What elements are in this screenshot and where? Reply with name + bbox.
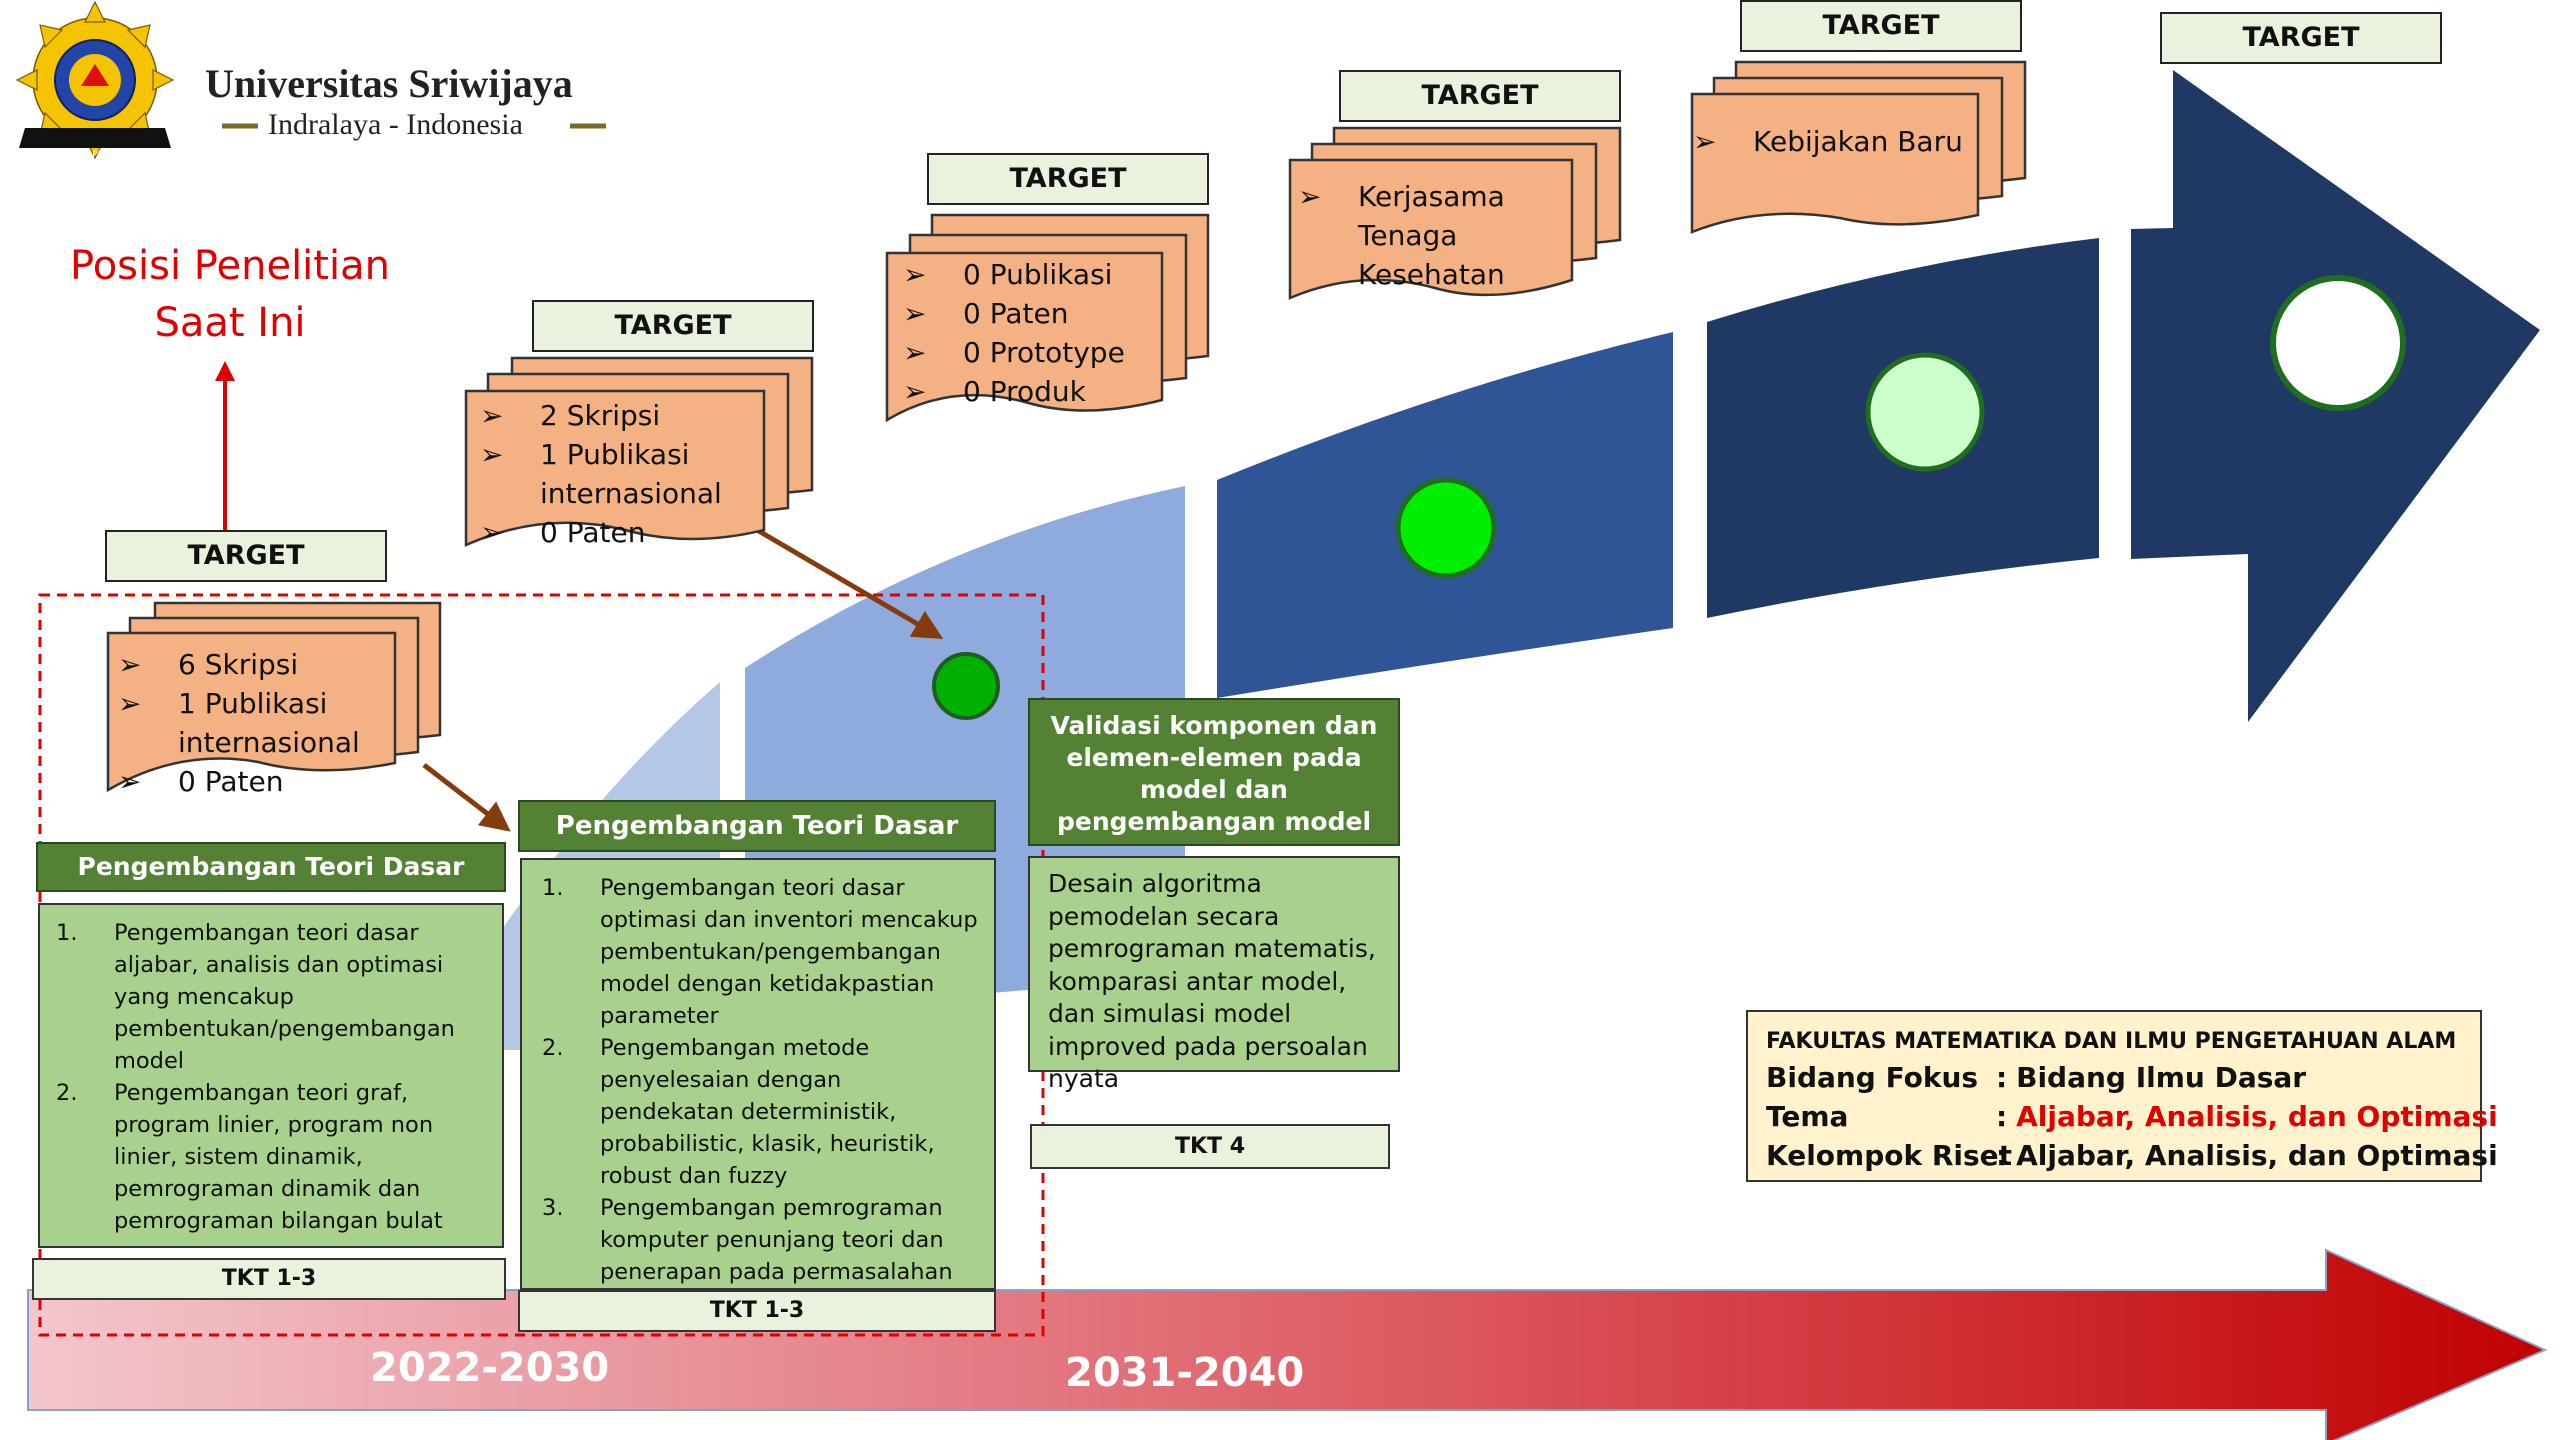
stage4-doc-stack <box>1288 126 1622 300</box>
arrow-bullet-icon: ➢ <box>903 258 927 291</box>
university-logo <box>15 0 175 160</box>
list-item: ➢1 Publikasi <box>480 435 722 474</box>
arrow-bullet-icon: ➢ <box>118 687 142 720</box>
arrow-bullet-icon: ➢ <box>480 399 504 432</box>
list-item: 3.Pengembangan pemrograman komputer penu… <box>542 1195 953 1317</box>
stage1-description: 1.Pengembangan teori dasar aljabar, anal… <box>38 903 504 1248</box>
arrow-bullet-icon: ➢ <box>118 765 142 798</box>
stage5-doc-stack <box>1690 60 2027 234</box>
list-item: ➢2 Skripsi <box>480 396 722 435</box>
milestone-1-circle <box>932 652 1000 720</box>
list-item: 1.Pengembangan teori dasar optimasi dan … <box>542 875 978 1029</box>
faculty-info-box: FAKULTAS MATEMATIKA DAN ILMU PENGETAHUAN… <box>1746 1010 2498 1182</box>
list-item: ➢0 Paten <box>118 762 360 801</box>
arrow-bullet-icon: ➢ <box>903 297 927 330</box>
stage3-heading: Validasi komponen dan elemen-elemen pada… <box>1028 698 1400 846</box>
stage5-target-header: TARGET <box>1740 0 2022 52</box>
stage1-heading: Pengembangan Teori Dasar <box>36 842 506 892</box>
list-item: ➢Kerjasama <box>1298 177 1505 216</box>
info-row-group: Kelompok Riset: Aljabar, Analisis, dan O… <box>1766 1139 2498 1172</box>
stage2-target-list: ➢2 Skripsi ➢1 Publikasi internasional ➢0… <box>480 396 722 552</box>
info-row-theme: Tema: Aljabar, Analisis, dan Optimasi <box>1766 1100 2498 1133</box>
list-item: Tenaga <box>1358 219 1458 252</box>
list-item: ➢0 Publikasi <box>903 255 1125 294</box>
list-item: 2.Pengembangan metode penyelesaian denga… <box>542 1035 935 1189</box>
milestone-3-circle <box>1865 352 1985 472</box>
list-item: internasional <box>178 726 360 759</box>
stage3-target-list: ➢0 Publikasi ➢0 Paten ➢0 Prototype ➢0 Pr… <box>903 255 1125 411</box>
list-item: ➢6 Skripsi <box>118 645 360 684</box>
list-item: 2.Pengembangan teori graf, program linie… <box>56 1080 443 1234</box>
stage1-tkt-label: TKT 1-3 <box>32 1258 506 1300</box>
stage6-target-header: TARGET <box>2160 12 2442 64</box>
arrow-bullet-icon: ➢ <box>480 516 504 549</box>
period1-year-label: 2022-2030 <box>370 1345 610 1391</box>
arrow-bullet-icon: ➢ <box>1693 125 1717 158</box>
university-name: Universitas Sriwijaya <box>205 61 573 106</box>
arrow-bullet-icon: ➢ <box>903 375 927 408</box>
stage3-target-header: TARGET <box>927 153 1209 205</box>
list-item: ➢1 Publikasi <box>118 684 360 723</box>
list-item: internasional <box>540 477 722 510</box>
stage2-heading: Pengembangan Teori Dasar <box>518 800 996 852</box>
stage1-target-list: ➢6 Skripsi ➢1 Publikasi internasional ➢0… <box>118 645 360 801</box>
arrow-bullet-icon: ➢ <box>903 336 927 369</box>
connector-arrow-1 <box>422 763 511 832</box>
stage2-doc-stack <box>464 356 814 547</box>
stage2-tkt-label: TKT 1-3 <box>518 1290 996 1332</box>
period2-year-label: 2031-2040 <box>1065 1350 1305 1396</box>
arrow-bullet-icon: ➢ <box>118 648 142 681</box>
info-row-focus: Bidang Fokus: Bidang Ilmu Dasar <box>1766 1061 2307 1094</box>
stage4-target-header: TARGET <box>1339 70 1621 122</box>
list-item: ➢0 Produk <box>903 372 1125 411</box>
list-item: 1.Pengembangan teori dasar aljabar, anal… <box>56 920 455 1074</box>
current-position-line1: Posisi Penelitian <box>70 243 390 289</box>
milestone-4-circle <box>2270 275 2406 411</box>
connector-arrow-2 <box>750 524 944 640</box>
stage3-doc-stack <box>885 213 1210 423</box>
current-position-line2: Saat Ini <box>154 300 306 346</box>
milestone-2-circle <box>1395 477 1497 579</box>
stage1-doc-stack <box>106 601 442 793</box>
stage1-target-header: TARGET <box>105 530 387 582</box>
university-location: Indralaya - Indonesia <box>268 108 523 141</box>
list-item: ➢0 Prototype <box>903 333 1125 372</box>
stage4-target-list: ➢Kerjasama Tenaga Kesehatan <box>1298 177 1505 294</box>
arrow-bullet-icon: ➢ <box>480 438 504 471</box>
list-item: ➢Kebijakan Baru <box>1693 122 1963 161</box>
stage3-tkt-label: TKT 4 <box>1030 1124 1390 1169</box>
list-item: ➢0 Paten <box>903 294 1125 333</box>
list-item: ➢0 Paten <box>480 513 722 552</box>
list-item: Kesehatan <box>1358 258 1505 291</box>
arrow-bullet-icon: ➢ <box>1298 180 1322 213</box>
stage3-description: Desain algoritma pemodelan secara pemrog… <box>1028 856 1400 1093</box>
logo-motto: ILMU ALAT PENGABDIAN <box>42 150 152 160</box>
faculty-name: FAKULTAS MATEMATIKA DAN ILMU PENGETAHUAN… <box>1766 1029 2457 1054</box>
stage2-description: 1.Pengembangan teori dasar optimasi dan … <box>520 858 996 1317</box>
current-position-label: Posisi Penelitian Saat Ini <box>50 238 410 352</box>
stage2-target-header: TARGET <box>532 300 814 352</box>
stage5-target-list: ➢Kebijakan Baru <box>1693 122 1963 161</box>
